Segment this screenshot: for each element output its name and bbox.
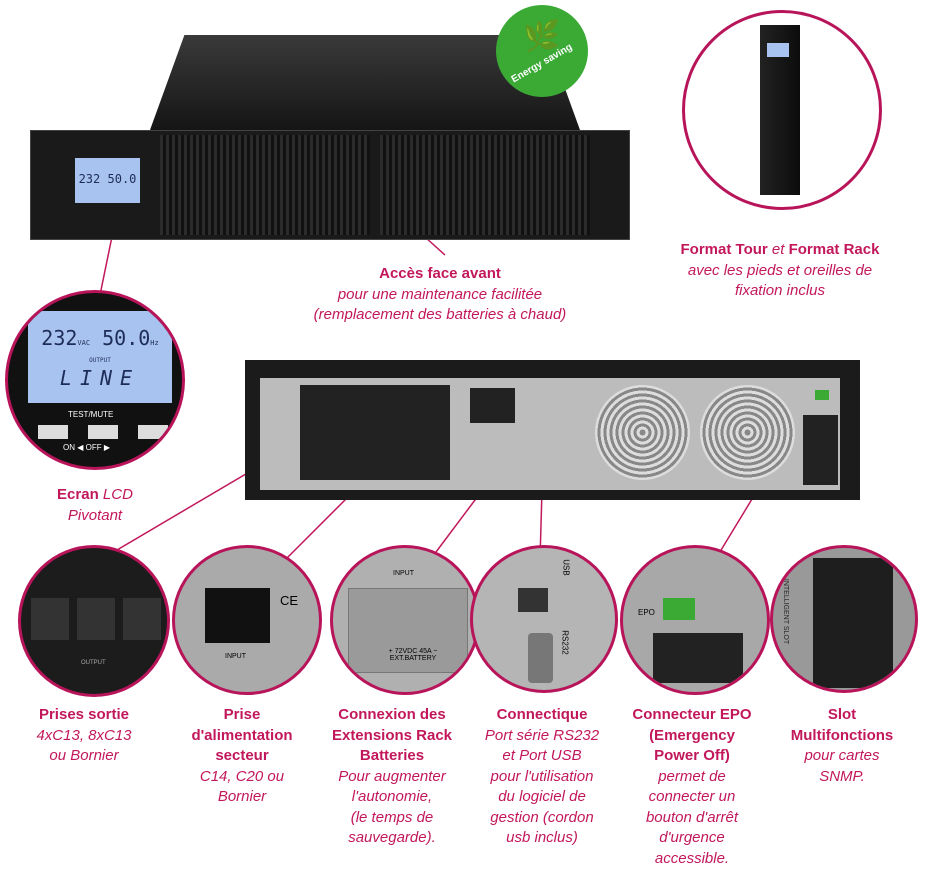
front-lcd-frequency: 50.0 xyxy=(107,172,137,186)
lcd-title: Ecran xyxy=(57,486,99,503)
lcd-screen: 232VAC 50.0Hz OUTPUT LINE xyxy=(28,311,172,403)
output-label: OUTPUT xyxy=(81,660,106,666)
feature-desc: C14, C20 ou xyxy=(199,767,285,785)
feature-slot: Slot Multifonctions pour cartes SNMP. xyxy=(768,705,916,787)
input-label: INPUT xyxy=(225,653,246,660)
feature-desc: 4xC13, 8xC13 xyxy=(36,726,132,744)
front-title: Accès face avant xyxy=(379,265,501,282)
connectors-circle: USB RS232 xyxy=(470,545,618,693)
epo-circle: EPO xyxy=(620,545,770,695)
feature-desc: et Port USB xyxy=(502,747,582,764)
feature-desc: ou Bornier xyxy=(49,747,119,764)
feature-title: secteur xyxy=(215,747,269,764)
on-label: ON xyxy=(63,443,75,452)
lcd-italic: LCD xyxy=(102,486,133,503)
feature-title: Slot xyxy=(827,706,857,723)
battery-label: + 72VDC 45A − EXT.BATTERY xyxy=(388,648,438,662)
test-mute-label: TEST/MUTE xyxy=(68,410,114,419)
lcd-mode: LINE xyxy=(59,366,141,390)
lcd-unit-v: VAC xyxy=(77,339,91,347)
feature-battery-extension: Connexion des Extensions Rack Batteries … xyxy=(318,705,466,849)
feature-desc: accessible. xyxy=(654,849,730,867)
feature-desc: pour l'utilisation xyxy=(490,767,594,785)
ce-mark: CE xyxy=(280,593,299,608)
feature-title: d'alimentation xyxy=(191,726,293,744)
feature-desc: Port série RS232 xyxy=(484,726,600,744)
usb-label: USB xyxy=(561,559,571,576)
lcd-desc: Pivotant xyxy=(67,506,123,524)
tower-format-circle xyxy=(682,10,882,210)
lcd-circle: 232VAC 50.0Hz OUTPUT LINE TEST/MUTE ON ◀… xyxy=(5,290,185,470)
off-label: OFF xyxy=(85,443,102,452)
feature-desc: SNMP. xyxy=(819,767,865,785)
battery-connector-circle: INPUT + 72VDC 45A − EXT.BATTERY xyxy=(330,545,480,695)
lcd-voltage: 232 xyxy=(41,326,78,350)
input-socket-circle: CE INPUT xyxy=(172,545,322,695)
feature-title: Connecteur EPO xyxy=(632,706,752,723)
tower-title: Format Tour xyxy=(680,241,768,258)
feature-title: Prises sortie xyxy=(38,706,130,723)
front-caption: Accès face avant pour une maintenance fa… xyxy=(290,264,590,326)
feature-title: Power Off) xyxy=(654,747,730,764)
intelligent-slot-circle: INTELLIGENT SLOT xyxy=(770,545,918,693)
feature-title: Extensions Rack xyxy=(331,726,453,744)
front-lcd: 232 50.0 xyxy=(75,158,140,203)
epo-label: EPO xyxy=(638,608,655,617)
feature-desc: Bornier xyxy=(217,788,267,805)
feature-epo: Connecteur EPO (Emergency Power Off) per… xyxy=(618,705,766,869)
feature-desc: gestion (cordon xyxy=(490,808,594,826)
test-button[interactable] xyxy=(88,425,118,439)
ups-rear-image xyxy=(245,360,860,500)
lcd-frequency: 50.0 xyxy=(102,326,151,350)
output-sockets-circle: OUTPUT xyxy=(18,545,170,697)
feature-output-sockets: Prises sortie 4xC13, 8xC13 ou Bornier xyxy=(10,705,158,767)
lcd-output-label: OUTPUT xyxy=(89,357,111,364)
tower-caption: Format Tour et Format Rack avec les pied… xyxy=(640,240,920,302)
energy-saving-badge: 🌿 Energy saving xyxy=(496,5,588,97)
feature-desc: d'urgence xyxy=(659,829,725,846)
rack-title: Format Rack xyxy=(788,241,880,258)
slot-label: INTELLIGENT SLOT xyxy=(782,578,790,645)
feature-title: Connexion des xyxy=(338,706,446,723)
feature-title: Batteries xyxy=(359,747,425,764)
feature-desc: Pour augmenter xyxy=(338,767,446,785)
tower-connector: et xyxy=(771,241,785,258)
feature-desc: sauvegarde). xyxy=(348,829,436,846)
leaf-plug-icon: 🌿 xyxy=(523,20,561,53)
feature-desc: (le temps de xyxy=(350,808,434,826)
feature-desc: permet de xyxy=(658,767,726,785)
rs232-label: RS232 xyxy=(560,630,570,655)
feature-title: Connectique xyxy=(496,706,588,723)
feature-desc: bouton d'arrêt xyxy=(645,808,739,826)
front-lcd-voltage: 232 xyxy=(78,172,101,186)
lcd-caption: Ecran LCD Pivotant xyxy=(40,485,150,526)
lcd-unit-hz: Hz xyxy=(150,339,159,347)
feature-desc: connecter un xyxy=(648,788,736,805)
feature-title: Prise xyxy=(223,706,261,723)
feature-desc: du logiciel de xyxy=(498,788,586,805)
feature-desc: pour cartes xyxy=(804,747,880,764)
feature-title: (Emergency xyxy=(649,726,735,744)
front-desc-2: (remplacement des batteries à chaud) xyxy=(313,306,567,323)
tower-desc-2: fixation inclus xyxy=(734,282,826,299)
tower-desc-1: avec les pieds et oreilles de xyxy=(687,261,873,279)
on-button[interactable] xyxy=(38,425,68,439)
feature-connectivity: Connectique Port série RS232 et Port USB… xyxy=(468,705,616,849)
off-button[interactable] xyxy=(138,425,168,439)
feature-title: Multifonctions xyxy=(790,726,894,744)
feature-desc: usb inclus) xyxy=(506,829,578,846)
front-desc-1: pour une maintenance facilitée xyxy=(337,285,543,303)
feature-power-input: Prise d'alimentation secteur C14, C20 ou… xyxy=(168,705,316,808)
feature-desc: l'autonomie, xyxy=(351,788,433,805)
ups-front-image: 232 50.0 xyxy=(30,35,630,240)
battery-input-label: INPUT xyxy=(393,570,414,577)
